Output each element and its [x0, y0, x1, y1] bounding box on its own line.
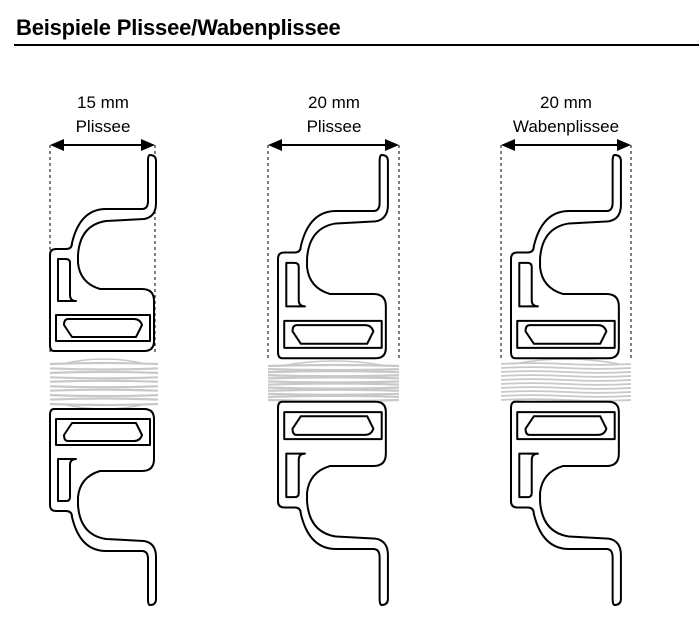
rail-insert [63, 422, 143, 442]
profile-drawing [500, 139, 632, 606]
bottom-rail-profile [510, 400, 622, 606]
fabric-pleat-line [49, 402, 159, 407]
fabric-pleat-line [267, 392, 400, 396]
rail-insert [291, 324, 375, 345]
dimension-size-label: 20 mm [308, 93, 360, 112]
pleated-fabric [267, 360, 400, 406]
fabric-pleat-line [49, 361, 159, 366]
fabric-pleat-line [49, 385, 159, 389]
bottom-rail-profile [49, 408, 157, 606]
fabric-cell-line [500, 374, 632, 378]
fabric-pleat-line [267, 367, 400, 372]
rail-body [510, 400, 622, 606]
rail-slot [518, 261, 539, 308]
rail-slot [57, 458, 77, 502]
fabric-pleat-line [49, 379, 159, 383]
fabric-cell-line [500, 386, 632, 390]
fabric-cell-line [500, 378, 632, 382]
fabric-pleat-line [49, 370, 159, 374]
rail-body [510, 154, 622, 360]
fabric-pleat-line [267, 382, 400, 386]
fabric-pleat-line [267, 380, 400, 384]
fabric-pleat-line [267, 370, 400, 374]
pleated-fabric [49, 358, 159, 410]
fabric-pleat-line [49, 376, 159, 380]
honeycomb-fabric [500, 358, 632, 406]
fabric-cell-line [500, 390, 632, 394]
rail-body [277, 154, 389, 360]
fabric-cell-line [500, 382, 632, 386]
rail-body [49, 154, 157, 352]
top-rail-profile [277, 154, 389, 360]
fabric-cell-line [500, 394, 632, 398]
rail-slot [57, 258, 77, 302]
dimension-arrow [268, 139, 399, 151]
dimension-size-label: 20 mm [540, 93, 592, 112]
rail-insert [291, 415, 375, 436]
rail-insert [63, 318, 143, 338]
rail-slot [285, 452, 306, 499]
fabric-cell-line [500, 366, 632, 370]
fabric-pleat-line [49, 388, 159, 392]
fabric-pleat-line [49, 394, 159, 398]
fabric-cord [279, 360, 388, 367]
rail-body [49, 408, 157, 606]
dimension-type-label: Plissee [75, 117, 131, 136]
fabric-pleat-line [267, 374, 400, 378]
bottom-rail-profile [277, 400, 389, 606]
fabric-pleat-line [267, 376, 400, 380]
rail-slot [285, 261, 306, 308]
fabric-cord [61, 358, 147, 365]
profile-drawing [267, 139, 400, 606]
fabric-pleat-line [267, 388, 400, 392]
dimension-type-label: Wabenplissee [512, 117, 620, 136]
rail-slot [518, 452, 539, 499]
rail-insert [524, 415, 608, 436]
dimension-arrow [50, 139, 155, 151]
fabric-pleat-line [49, 367, 159, 371]
dimension-size-label: 15 mm [77, 93, 129, 112]
dimension-arrow [501, 139, 631, 151]
example-20mm-wabenplissee: 20 mm Wabenplissee [460, 0, 699, 642]
top-rail-profile [510, 154, 622, 360]
dimension-type-label: Plissee [306, 117, 362, 136]
profile-drawing [49, 139, 159, 606]
example-20mm-plissee: 20 mm Plissee [230, 0, 460, 642]
rail-body [277, 400, 389, 606]
section-header: Beispiele Plissee/Wabenplissee [14, 12, 699, 46]
fabric-cell-line [500, 370, 632, 374]
example-15mm-plissee: 15 mm Plissee [0, 0, 230, 642]
fabric-pleat-line [49, 397, 159, 401]
fabric-pleat-line [267, 386, 400, 390]
fabric-pleat-line [267, 394, 400, 399]
page-title: Beispiele Plissee/Wabenplissee [16, 15, 341, 40]
top-rail-profile [49, 154, 157, 352]
rail-insert [524, 324, 608, 345]
